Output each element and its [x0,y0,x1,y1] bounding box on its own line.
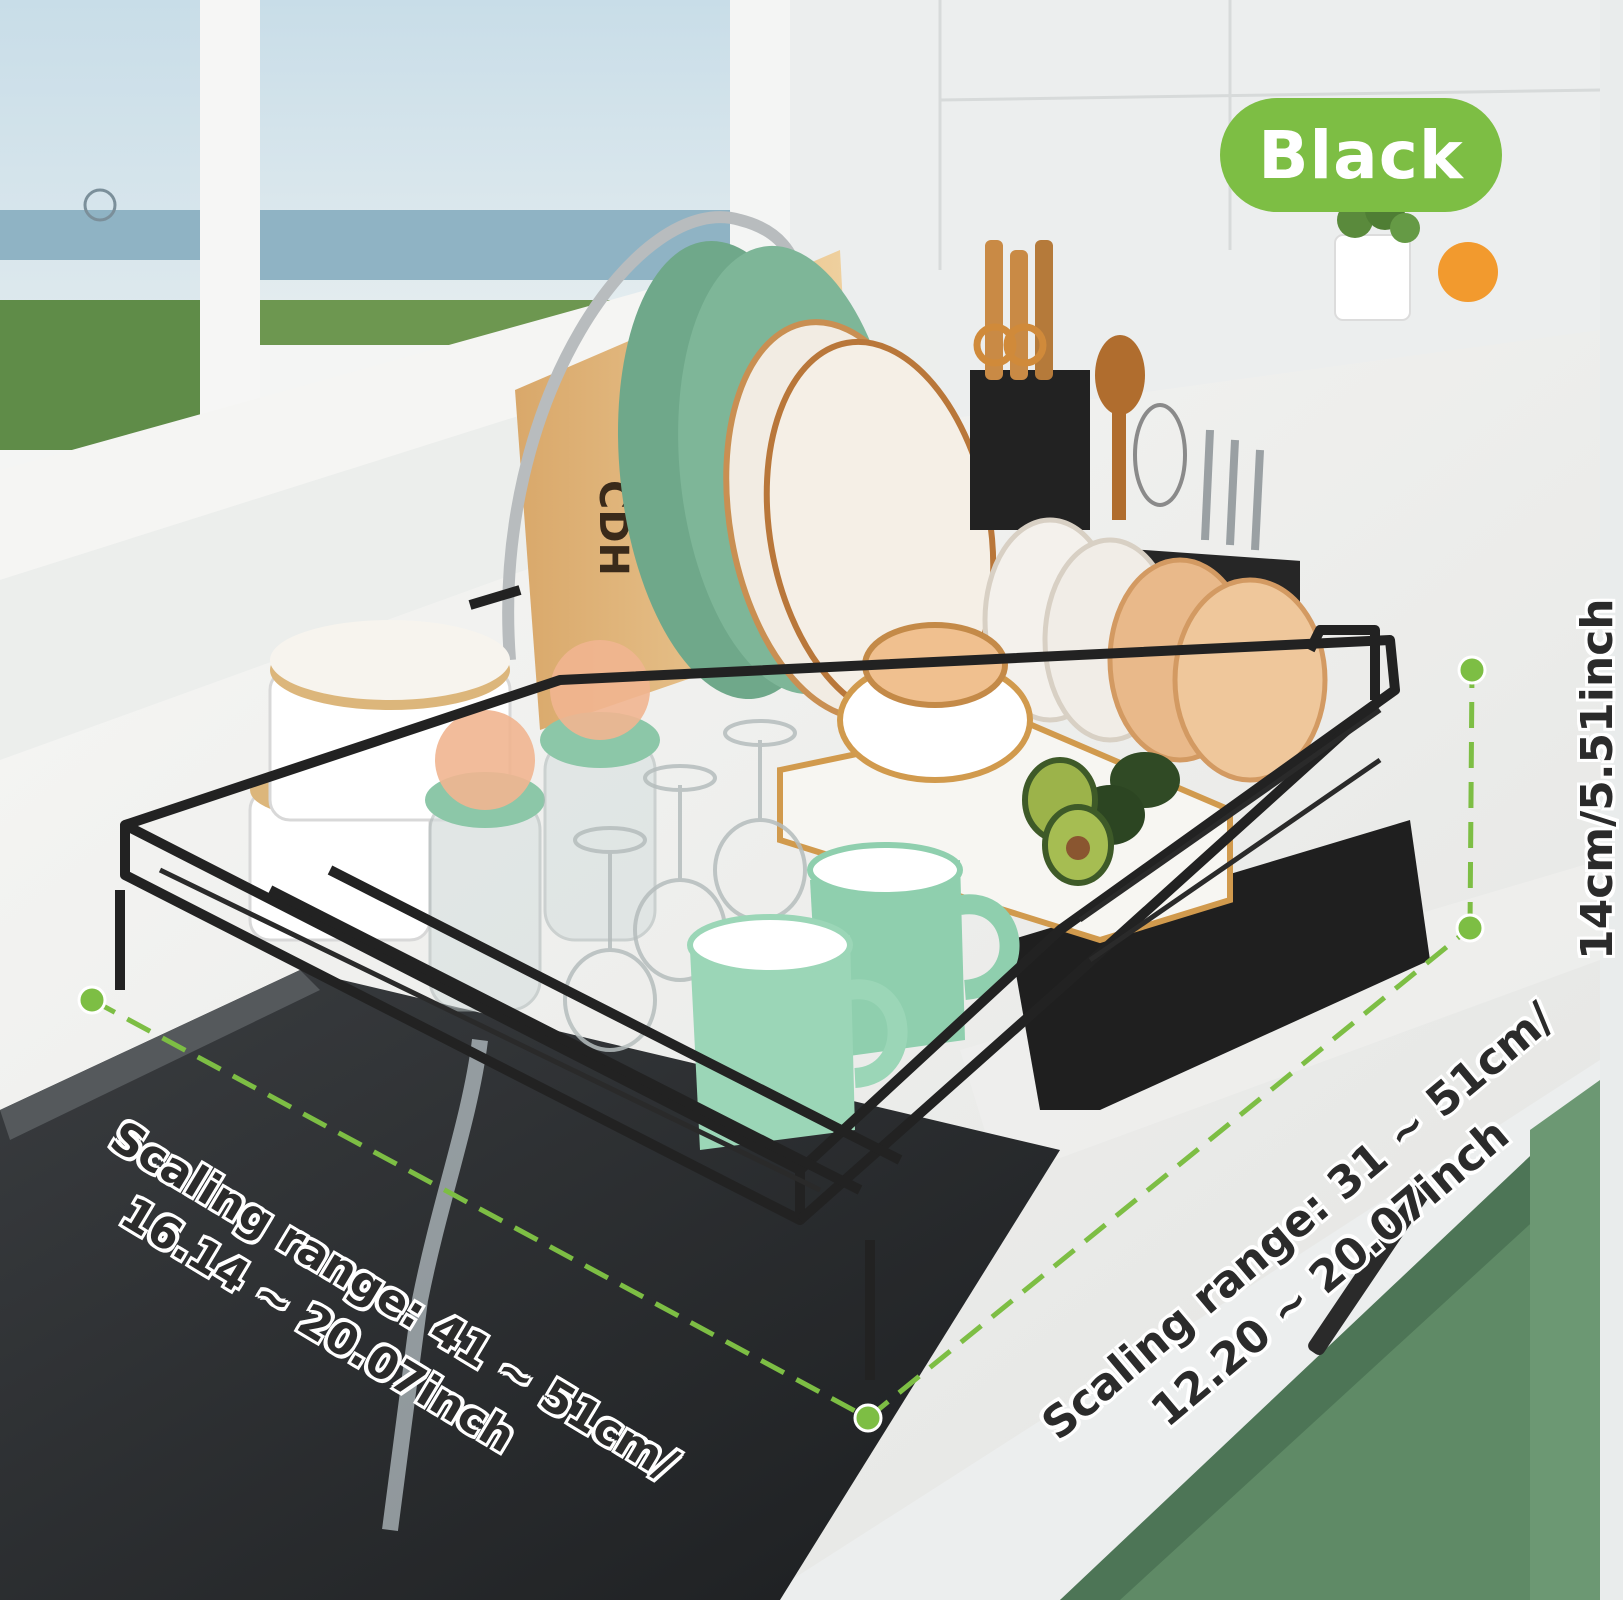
dimension-lines [90,669,1475,1421]
measure-dot [1457,655,1487,685]
measure-dots [77,655,1487,1433]
width-dimension-line [90,997,870,1421]
height-dimension-line [1467,669,1475,929]
ferris-wheel [83,188,117,222]
measure-dot [77,985,107,1015]
measure-dot [1455,913,1485,943]
depth-dimension-line [866,926,1472,1420]
height-label: 14cm/5.51inch [1572,598,1623,960]
measure-dot [853,1403,883,1433]
water-stream [382,1039,488,1531]
dish-rack [115,585,1400,1380]
cabinet-handle [1308,1183,1431,1356]
window [0,0,940,760]
orange [1438,242,1498,302]
drain-tray [1010,820,1430,1110]
color-badge: Black [1220,98,1502,212]
potted-plant [1334,190,1420,321]
bowls [982,517,1328,783]
avocados [1022,752,1180,886]
mugs [687,842,1020,1150]
rack-rails [158,707,1382,1193]
